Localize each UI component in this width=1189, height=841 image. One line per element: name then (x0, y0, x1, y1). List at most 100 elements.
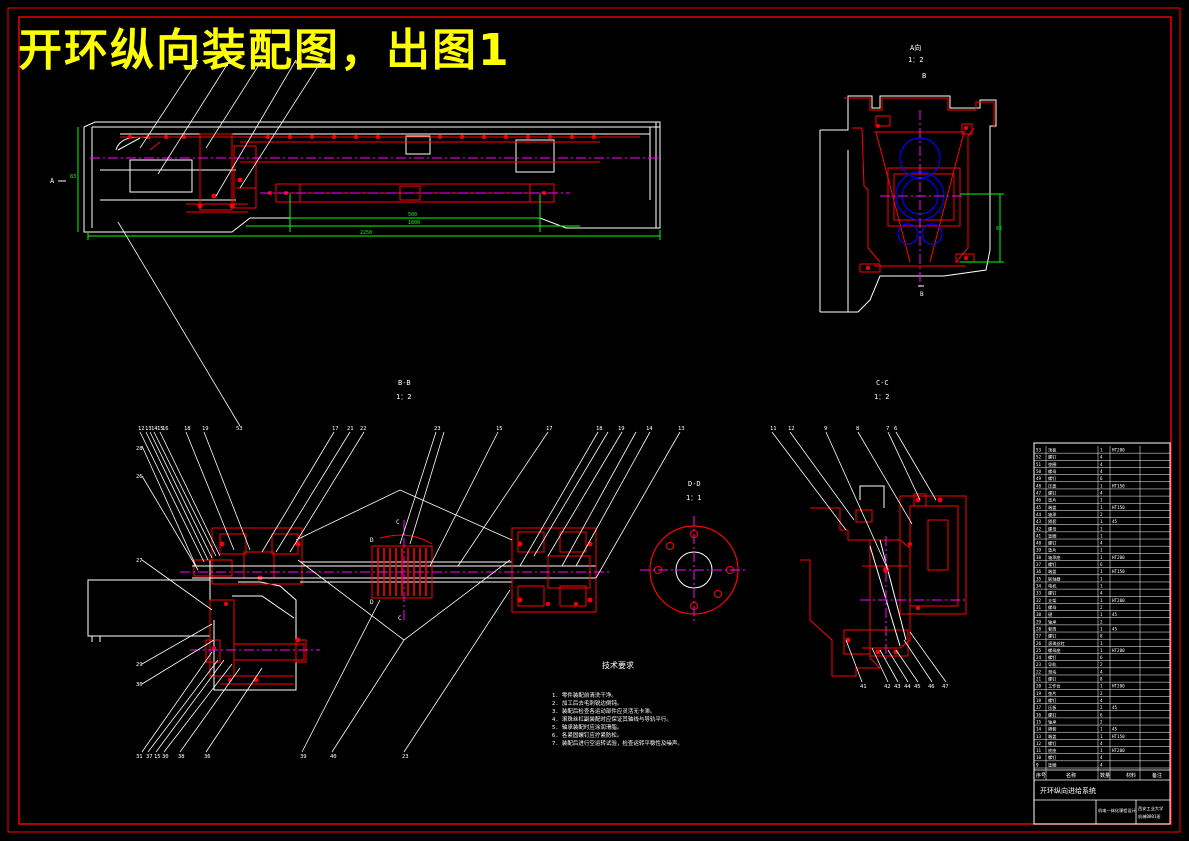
balloon: 14 (151, 426, 158, 432)
table-cell: 42 (1036, 526, 1042, 531)
table-cell: 螺钉 (1048, 561, 1057, 568)
balloon: 5 (320, 60, 323, 66)
table-cell: 1 (1100, 626, 1103, 631)
table-cell: 38 (1036, 555, 1042, 560)
table-cell: 4 (1100, 490, 1103, 495)
balloon: 23 (402, 754, 409, 760)
table-cell: 23 (1036, 662, 1042, 667)
balloon: 14 (646, 426, 653, 432)
b-section-scale: 1：2 (396, 393, 411, 401)
table-cell: 电机 (1048, 583, 1057, 590)
table-cell: 4 (1100, 762, 1103, 767)
table-cell: 4 (1100, 469, 1103, 474)
table-cell: 11 (1036, 748, 1042, 753)
page-title: 开环纵向装配图，出图1 (18, 25, 511, 76)
table-cell: 1 (1100, 548, 1103, 553)
balloon: 53 (236, 426, 243, 432)
table-header: 序号 名称 数量 材料 备注 (1034, 769, 1170, 781)
table-cell: 螺钉 (1048, 540, 1057, 547)
balloon: 30 (136, 682, 143, 688)
table-cell: 45 (1112, 705, 1118, 710)
table-cell: 1 (1100, 584, 1103, 589)
top-view-label: A (50, 177, 55, 185)
balloon: 29 (136, 662, 143, 668)
tech-req-item: 7. 装配后进行空运转试验，检查运转平稳性及噪声。 (552, 739, 683, 747)
tech-req-item: 6. 各紧固螺钉应拧紧防松。 (552, 731, 622, 739)
table-cell: 1 (1100, 505, 1103, 510)
header-cell: 名称 (1066, 772, 1076, 779)
table-cell: 螺钉 (1048, 475, 1057, 482)
a-view-section-mark: B (922, 72, 926, 80)
table-cell: HT200 (1112, 684, 1125, 689)
balloon: 2 (228, 60, 231, 66)
table-cell: 键 (1048, 611, 1053, 618)
table-cell: 底座 (1048, 747, 1056, 754)
table-cell: 4 (1100, 591, 1103, 596)
table-cell: 30 (1036, 612, 1042, 617)
table-cell: 51 (1036, 462, 1042, 467)
table-cell: 13 (1036, 734, 1042, 739)
table-cell: 支架 (1048, 597, 1056, 604)
table-cell: 螺钉 (1048, 590, 1057, 597)
balloon: 15 (157, 426, 164, 432)
class-name: 机械0801班 (1138, 813, 1161, 820)
table-cell: 45 (1036, 505, 1042, 510)
table-cell: 1 (1100, 533, 1103, 538)
table-cell: 1 (1100, 612, 1103, 617)
balloon: 41 (860, 684, 867, 690)
table-cell: 45 (1112, 626, 1118, 631)
table-cell: 压盖 (1048, 482, 1056, 489)
table-cell: 螺母 (1048, 525, 1056, 532)
table-cell: 螺钉 (1048, 454, 1057, 461)
drawing-name: 开环纵向进给系统 (1040, 786, 1096, 795)
table-cell: 24 (1036, 655, 1042, 660)
table-cell: 4 (1100, 698, 1103, 703)
table-cell: 49 (1036, 476, 1042, 481)
table-cell: 6 (1100, 655, 1103, 660)
table-cell: 2 (1100, 512, 1103, 517)
table-cell: HT150 (1112, 505, 1125, 510)
svg-text:C: C (398, 615, 402, 622)
tech-req-item: 3. 装配后检查各运动部件应灵活无卡滞。 (552, 707, 655, 715)
balloon: 39 (300, 754, 307, 760)
table-cell: 滑块 (1048, 668, 1057, 675)
school-name: 西安工业大学 (1138, 805, 1163, 812)
table-cell: 2 (1100, 619, 1103, 624)
balloon: 27 (136, 558, 143, 564)
table-cell: 垫片 (1048, 690, 1056, 697)
table-cell: 34 (1036, 584, 1042, 589)
tech-req-item: 2. 加工后去毛刺锐边倒钝。 (552, 699, 622, 707)
org-name: 机电一体化课程设计 (1098, 807, 1136, 814)
title-block: 开环纵向进给系统 机电一体化课程设计 西安工业大学 机械0801班 (1034, 786, 1170, 824)
a-view-title: A向 (910, 43, 921, 52)
a-view: A向 1：2 B (819, 43, 1004, 313)
table-cell: 44 (1036, 512, 1042, 517)
table-cell: 4 (1100, 462, 1103, 467)
table-cell: 45 (1112, 519, 1118, 524)
balloon-numbers: 1 2 3 4 5 53 12 13 14 15 16 18 19 17 21 … (136, 60, 949, 760)
balloon: 9 (824, 426, 827, 432)
table-cell: 2 (1100, 662, 1103, 667)
svg-text:500: 500 (408, 212, 417, 218)
b-section: B-B 1：2 (87, 379, 681, 753)
table-cell: 螺钉 (1048, 740, 1057, 747)
table-cell: 14 (1036, 727, 1042, 732)
balloon: 12 (138, 426, 145, 432)
balloon: 17 (332, 426, 339, 432)
balloon: 7 (886, 426, 889, 432)
svg-text:1800: 1800 (408, 220, 420, 226)
table-cell: 27 (1036, 634, 1042, 639)
svg-text:83: 83 (70, 174, 76, 180)
balloon: 47 (942, 684, 949, 690)
table-cell: 8 (1100, 677, 1103, 682)
table-cell: 1 (1100, 448, 1103, 453)
table-cell: 垫圈 (1048, 461, 1056, 468)
d-section-scale: 1：1 (686, 494, 701, 502)
balloon: 17 (546, 426, 553, 432)
table-cell: 轴承 (1048, 511, 1057, 518)
table-cell: 1 (1100, 526, 1103, 531)
svg-text:2250: 2250 (360, 230, 372, 236)
header-cell: 备注 (1152, 772, 1162, 779)
